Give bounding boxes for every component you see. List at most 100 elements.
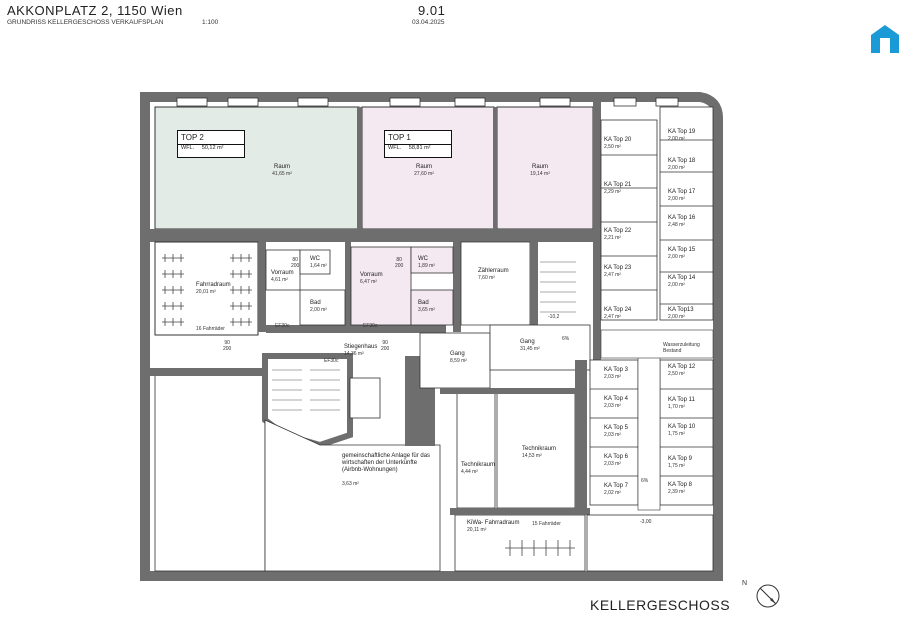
storage-area: 2,47 m² — [604, 314, 621, 320]
wfl-label: WFL. — [181, 145, 195, 151]
room-gang-a: Gang 8,59 m² — [450, 351, 467, 365]
room-area: 7,60 m² — [478, 275, 495, 281]
storage-name: KA Top 24 — [604, 307, 632, 313]
storage-area: 2,03 m² — [604, 461, 621, 467]
door-tag: 80 200 — [291, 257, 300, 269]
door-tag: 80 200 — [395, 257, 404, 269]
slope-tag: 6% — [562, 336, 570, 342]
floor-title: KELLERGESCHOSS — [590, 597, 731, 613]
storage-name: KA Top 23 — [604, 265, 632, 271]
room-name: Gang — [520, 339, 535, 345]
room-vorraum-a: Vorraum 4,61 m² — [271, 270, 294, 284]
room-area: 19,14 m² — [530, 171, 550, 177]
storage-name: KA Top 6 — [604, 454, 628, 460]
room-area: 3,63 m² — [342, 481, 359, 487]
storage-area: 2,00 m² — [668, 165, 685, 171]
room-stiegenhaus: Stiegenhaus 14,36 m² — [344, 344, 377, 358]
room-name: WC — [418, 256, 428, 262]
wasserzuleitung-label: Wasserzuleitung Bestand — [663, 342, 700, 354]
room-area: 41,65 m² — [272, 171, 292, 177]
storage-name: KA Top 21 — [604, 182, 632, 188]
room-area: 1,64 m² — [310, 263, 327, 269]
plan-subtitle: GRUNDRISS KELLERGESCHOSS VERKAUFSPLAN — [7, 19, 164, 26]
room-wc-b: WC 1,89 m² — [418, 256, 435, 270]
storage-area: 2,29 m² — [604, 189, 621, 195]
room-name: KiWa- Fahrradraum — [467, 520, 520, 526]
storage-name: KA Top 20 — [604, 137, 632, 143]
room-name: Vorraum — [271, 270, 294, 276]
storage-area: 2,03 m² — [604, 374, 621, 380]
storage-name: KA Top 11 — [668, 397, 695, 403]
room-kiwa: KiWa- Fahrradraum 20,11 m² — [467, 520, 519, 534]
room-name: Fahrradraum — [196, 282, 231, 288]
storage-area: 1,70 m² — [668, 404, 685, 410]
room-area: 4,44 m² — [461, 469, 478, 475]
ef30-tag: EF30c — [363, 323, 378, 329]
room-area: 27,60 m² — [414, 171, 434, 177]
room-wc-a: WC 1,64 m² — [310, 256, 327, 270]
room-zaehlerraum: Zählerraum 7,60 m² — [478, 268, 509, 282]
storage-name: KA Top 4 — [604, 396, 628, 402]
room-fahrradraum: Fahrradraum 20,01 m² — [196, 282, 231, 296]
storage-name: KA Top 5 — [604, 425, 628, 431]
wfl-label: WFL. — [388, 145, 402, 151]
storage-area: 2,39 m² — [668, 489, 685, 495]
storage-name: KA Top 18 — [668, 158, 696, 164]
storage-area: 2,00 m² — [668, 254, 685, 260]
slope-tag: -10,2 — [548, 314, 560, 320]
storage-area: 2,00 m² — [668, 136, 685, 142]
storage-area: 1,75 m² — [668, 431, 685, 437]
unit-box-top2: TOP 2 WFL. 50,12 m² — [177, 130, 245, 158]
room-technikraum-b: Technikraum 14,53 m² — [522, 446, 556, 460]
storage-name: KA Top 3 — [604, 367, 628, 373]
storage-area: 2,47 m² — [604, 272, 621, 278]
room-name: Raum — [531, 164, 548, 170]
level-tag: -3,00 — [640, 519, 652, 525]
room-area: 2,00 m² — [310, 307, 327, 313]
room-name: Bad — [310, 300, 321, 306]
room-name: Stiegenhaus — [344, 344, 378, 350]
wfl-value: 50,12 m² — [201, 145, 224, 151]
room-area: 20,11 m² — [467, 527, 487, 533]
storage-name: KA Top 15 — [668, 247, 696, 253]
room-raum-top1: Raum 27,60 m² — [404, 164, 444, 178]
unit-wfl: WFL. 58,81 m² — [385, 144, 451, 151]
room-area: 4,61 m² — [271, 277, 288, 283]
room-area: 31,45 m² — [520, 346, 540, 352]
bike-note: 16 Fahrräder — [196, 326, 225, 332]
storage-area: 2,21 m² — [604, 235, 621, 241]
storage-name: KA Top13 — [668, 307, 694, 313]
unit-wfl: WFL. 50,12 m² — [178, 144, 244, 151]
ef30-tag: EF30c — [324, 358, 339, 364]
storage-area: 2,02 m² — [604, 490, 621, 496]
wall-horizontal — [150, 229, 598, 242]
room-name: Technikraum — [522, 446, 557, 452]
top2-area — [154, 106, 360, 230]
storage-name: KA Top 7 — [604, 483, 628, 489]
room-name: Vorraum — [360, 272, 383, 278]
kiwa-note: 15 Fahrräder — [532, 521, 561, 527]
storage-name: KA Top 8 — [668, 482, 692, 488]
house-icon — [871, 25, 899, 53]
room-bad-b: Bad 3,65 m² — [418, 300, 435, 314]
room-bad-a: Bad 2,00 m² — [310, 300, 327, 314]
storage-area: 2,00 m² — [668, 282, 685, 288]
room-area: 6,47 m² — [360, 279, 377, 285]
room-technikraum-a: Technikraum 4,44 m² — [461, 462, 495, 476]
plan-number: 9.01 — [418, 3, 446, 18]
storage-name: KA Top 22 — [604, 228, 632, 234]
unit-box-top1: TOP 1 WFL. 58,81 m² — [384, 130, 452, 158]
storage-area: 2,03 m² — [604, 432, 621, 438]
unit-name: TOP 1 — [388, 133, 411, 142]
room-name: Zählerraum — [478, 268, 509, 274]
room-name: gemeinschaftliche Anlage für das wirtsch… — [342, 453, 431, 473]
room-name: Raum — [415, 164, 432, 170]
plan-scale: 1:100 — [202, 19, 219, 26]
room-name: Bad — [418, 300, 429, 306]
room-name: Gang — [450, 351, 465, 357]
storage-area: 2,50 m² — [668, 371, 685, 377]
room-name: WC — [310, 256, 320, 262]
north-arrow-icon — [756, 584, 780, 608]
room-raum-right: Raum 19,14 m² — [520, 164, 560, 178]
